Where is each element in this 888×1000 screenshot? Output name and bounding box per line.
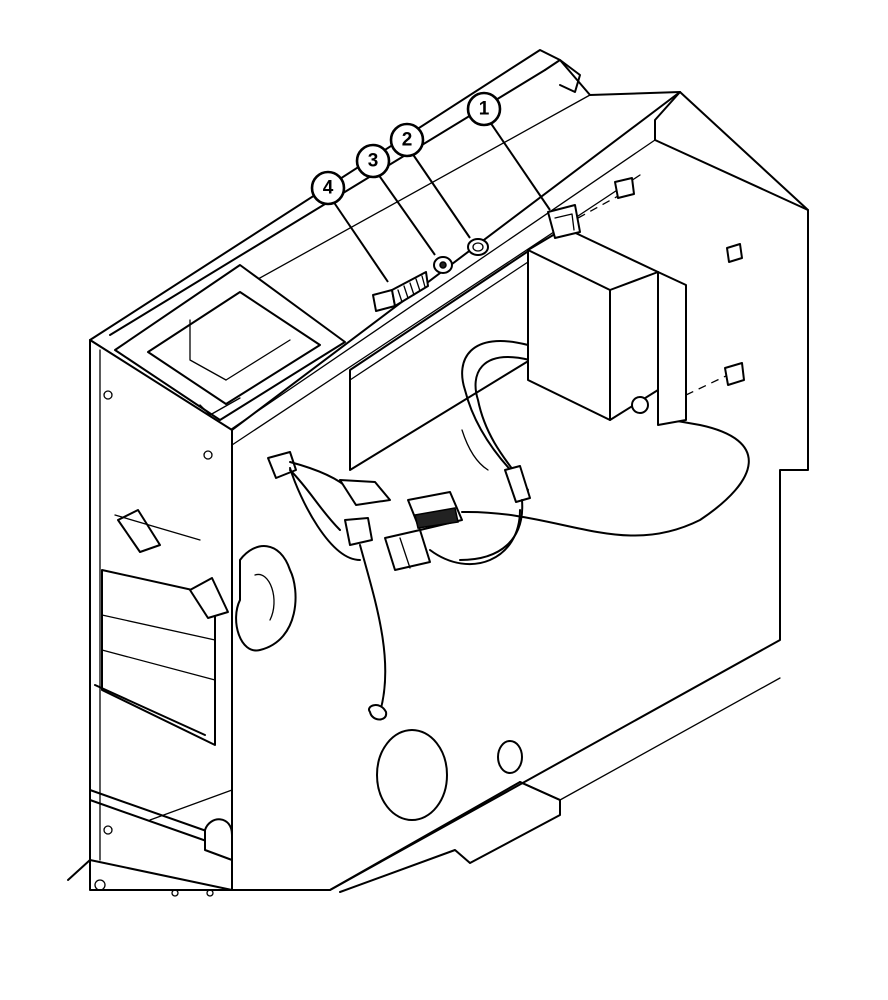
lower-opening (149, 789, 233, 861)
callout-4-label: 4 (323, 178, 334, 199)
mounting-hardware (577, 177, 745, 396)
callout-3-label: 3 (368, 151, 379, 172)
panel-holes (376, 729, 523, 821)
washer (467, 238, 489, 256)
callout-3: 3 (355, 143, 436, 256)
callout-1: 1 (466, 91, 551, 211)
top-access-opening (114, 264, 346, 421)
screw (372, 271, 429, 312)
wiring-harness (267, 340, 750, 721)
callout-4: 4 (310, 170, 389, 283)
callout-2: 2 (389, 122, 471, 239)
relay-box (527, 204, 687, 426)
callout-1-label: 1 (479, 99, 490, 120)
side-handle-assembly (94, 509, 297, 746)
lock-washer (433, 256, 453, 274)
callout-2-label: 2 (402, 130, 413, 151)
